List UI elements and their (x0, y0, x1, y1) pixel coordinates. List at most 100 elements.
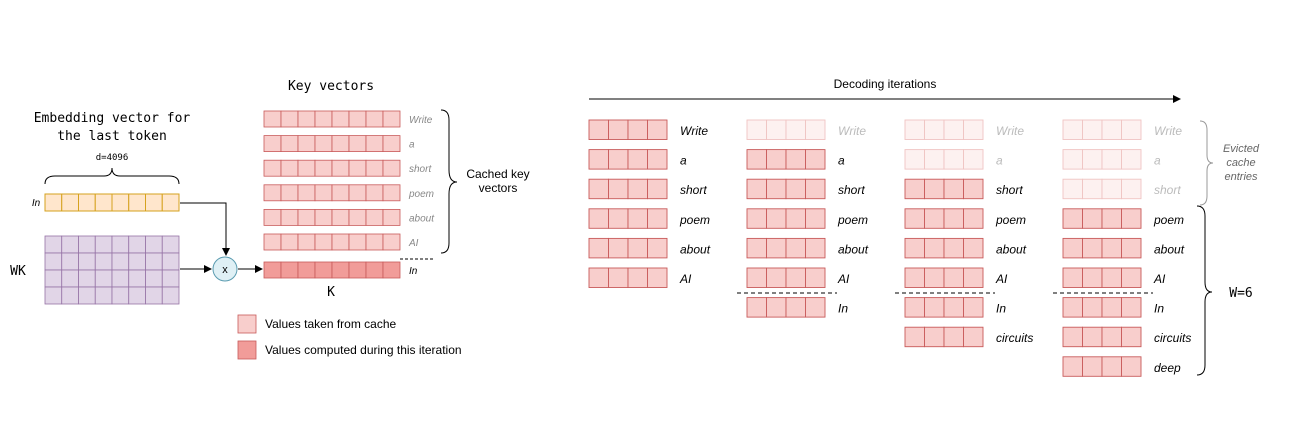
iteration-cell (943, 267, 964, 288)
key-vector-cell (348, 261, 367, 279)
iteration-cell (963, 178, 984, 200)
iteration-cell (1121, 297, 1142, 318)
wk-cell (128, 286, 146, 305)
iteration-row: circuits (1062, 326, 1191, 348)
embedding-cell (61, 193, 79, 212)
key-vector-cell (314, 233, 333, 251)
iteration-cell (1101, 149, 1122, 170)
iteration-cell (746, 297, 767, 318)
iteration-row: circuits (904, 326, 1033, 348)
wk-cell (44, 286, 63, 305)
embedding-cell (128, 193, 146, 212)
key-vector-cell (348, 184, 367, 202)
iteration-cell (805, 297, 826, 318)
iteration-cell (1062, 237, 1083, 259)
iteration-cell (1121, 208, 1142, 229)
iteration-cell (785, 178, 806, 200)
iteration-row: a (746, 149, 845, 170)
iteration-cell (647, 208, 668, 229)
iteration-cell (924, 237, 945, 259)
iteration-row: poem (588, 208, 710, 229)
iteration-cell (627, 267, 648, 288)
key-vector-cell (348, 159, 367, 177)
iteration-cell (904, 297, 925, 318)
wk-cell (78, 269, 96, 288)
iteration-cell (627, 237, 648, 259)
evicted-bracket (1199, 120, 1214, 206)
iteration-cell (1082, 178, 1103, 200)
iteration-cell (1121, 237, 1142, 259)
iteration-cell (608, 178, 629, 200)
iteration-cell (904, 149, 925, 170)
iteration-token: Write (838, 124, 866, 138)
iteration-cell (904, 326, 925, 348)
iteration-row: Write (1062, 119, 1182, 140)
iteration-row: about (746, 237, 869, 259)
iteration-cell (627, 119, 648, 140)
iteration-cell (805, 208, 826, 229)
iteration-cell (1082, 237, 1103, 259)
iteration-row: AI (1062, 267, 1166, 288)
wk-cell (145, 286, 163, 305)
key-vector-cell (263, 110, 282, 128)
key-vector-row: short (263, 159, 432, 177)
wk-label: WK (10, 264, 26, 279)
key-vector-cell (365, 110, 384, 128)
iteration-row: deep (1062, 356, 1181, 377)
iteration-cell (785, 267, 806, 288)
key-vector-cell (280, 135, 299, 153)
iteration-cell (1062, 149, 1083, 170)
iteration-token: short (680, 183, 707, 197)
wk-cell (145, 235, 163, 254)
iteration-token: AI (837, 272, 850, 286)
key-vector-cell (382, 110, 401, 128)
iteration-cell (766, 149, 787, 170)
wk-cell (145, 269, 163, 288)
key-vector-cell (348, 233, 367, 251)
embedding-cell (44, 193, 63, 212)
key-vector-cell (365, 233, 384, 251)
iteration-cell (1082, 326, 1103, 348)
iteration-cell (943, 208, 964, 229)
wk-cell (44, 235, 63, 254)
wk-cell (94, 252, 113, 271)
key-vector-cell (314, 184, 333, 202)
iteration-cell (1121, 149, 1142, 170)
iteration-cell (1082, 356, 1103, 377)
embedding-to-multiply-arrow (180, 202, 230, 256)
iteration-cell (943, 297, 964, 318)
iteration-cell (1101, 119, 1122, 140)
key-vector-cell (382, 135, 401, 153)
iteration-cell (766, 208, 787, 229)
key-vector-cell (280, 184, 299, 202)
iteration-row: a (588, 149, 687, 170)
iteration-cell (904, 119, 925, 140)
key-vector-cell (297, 208, 316, 226)
embedding-cell (111, 193, 130, 212)
iteration-cell (746, 119, 767, 140)
key-vector-cell (382, 184, 401, 202)
key-vector-cell (263, 135, 282, 153)
key-vector-cell (382, 261, 401, 279)
key-vector-cell (365, 135, 384, 153)
evicted-label-line2: cache (1226, 157, 1255, 169)
iteration-cell (766, 178, 787, 200)
iteration-cell (943, 119, 964, 140)
key-vector-cell (314, 159, 333, 177)
key-vector-cell (348, 208, 367, 226)
iteration-token: In (996, 302, 1006, 316)
iteration-token: AI (995, 272, 1008, 286)
key-vector-cell (331, 159, 350, 177)
iteration-token: poem (995, 213, 1026, 227)
iteration-cell (785, 237, 806, 259)
key-vector-cell (348, 110, 367, 128)
iteration-cell (785, 149, 806, 170)
iteration-cell (1062, 267, 1083, 288)
iteration-cell (588, 237, 609, 259)
iteration-cell (1101, 178, 1122, 200)
iteration-cell (904, 208, 925, 229)
key-vector-cell (280, 233, 299, 251)
